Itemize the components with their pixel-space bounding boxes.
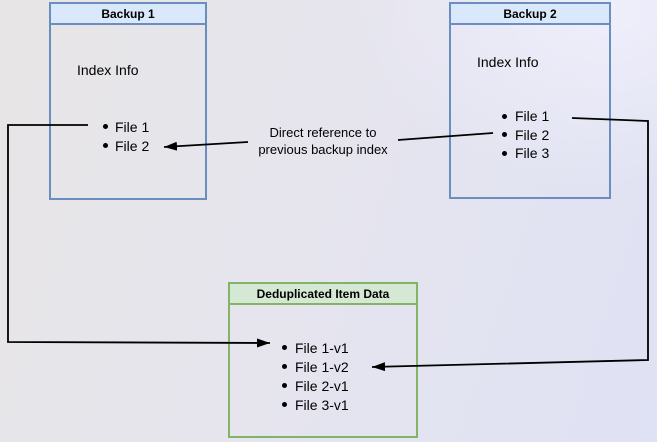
file-label: File 2-v1 — [295, 377, 349, 394]
bullet-icon — [103, 124, 108, 129]
bullet-icon — [282, 402, 287, 407]
file-label: File 1-v2 — [295, 358, 349, 375]
bullet-icon — [282, 345, 287, 350]
list-item: File 2 — [502, 126, 609, 145]
backup2-title: Backup 2 — [451, 4, 609, 25]
backup1-file-list: File 1 File 2 — [51, 117, 205, 155]
bullet-icon — [502, 150, 507, 156]
list-item: File 3-v1 — [282, 395, 416, 414]
edge-annotation: Direct reference to previous backup inde… — [258, 124, 387, 158]
list-item: File 2-v1 — [282, 376, 416, 395]
bullet-icon — [282, 383, 287, 388]
backup2-index-info-label: Index Info — [477, 54, 539, 70]
file-label: File 2 — [515, 126, 550, 143]
backup1-index-info-label: Index Info — [77, 62, 139, 78]
file-label: File 1 — [115, 118, 150, 135]
annotation-line1: Direct reference to — [269, 125, 377, 140]
list-item: File 3 — [502, 144, 609, 163]
file-label: File 1 — [515, 108, 550, 125]
list-item: File 2 — [103, 136, 205, 155]
backup1-node[interactable]: Backup 1 Index Info File 1 File 2 — [49, 2, 207, 200]
file-label: File 3 — [515, 145, 550, 162]
bullet-icon — [103, 143, 108, 148]
backup2-file-list: File 1 File 2 File 3 — [451, 107, 609, 163]
file-label: File 1-v1 — [295, 339, 349, 356]
annotation-line2: previous backup index — [258, 142, 388, 157]
dedup-item-list: File 1-v1 File 1-v2 File 2-v1 File 3-v1 — [230, 338, 416, 414]
bullet-icon — [282, 364, 287, 369]
file-label: File 3-v1 — [295, 396, 349, 413]
file-label: File 2 — [115, 137, 150, 154]
dedup-title: Deduplicated Item Data — [230, 284, 416, 305]
bullet-icon — [502, 113, 507, 119]
list-item: File 1 — [103, 117, 205, 136]
deduplicated-item-data-node[interactable]: Deduplicated Item Data File 1-v1 File 1-… — [228, 282, 418, 438]
bullet-icon — [502, 132, 507, 138]
backup2-node[interactable]: Backup 2 Index Info File 1 File 2 File 3 — [449, 2, 611, 199]
list-item: File 1 — [502, 107, 609, 126]
list-item: File 1-v1 — [282, 338, 416, 357]
backup1-title: Backup 1 — [51, 4, 205, 25]
list-item: File 1-v2 — [282, 357, 416, 376]
